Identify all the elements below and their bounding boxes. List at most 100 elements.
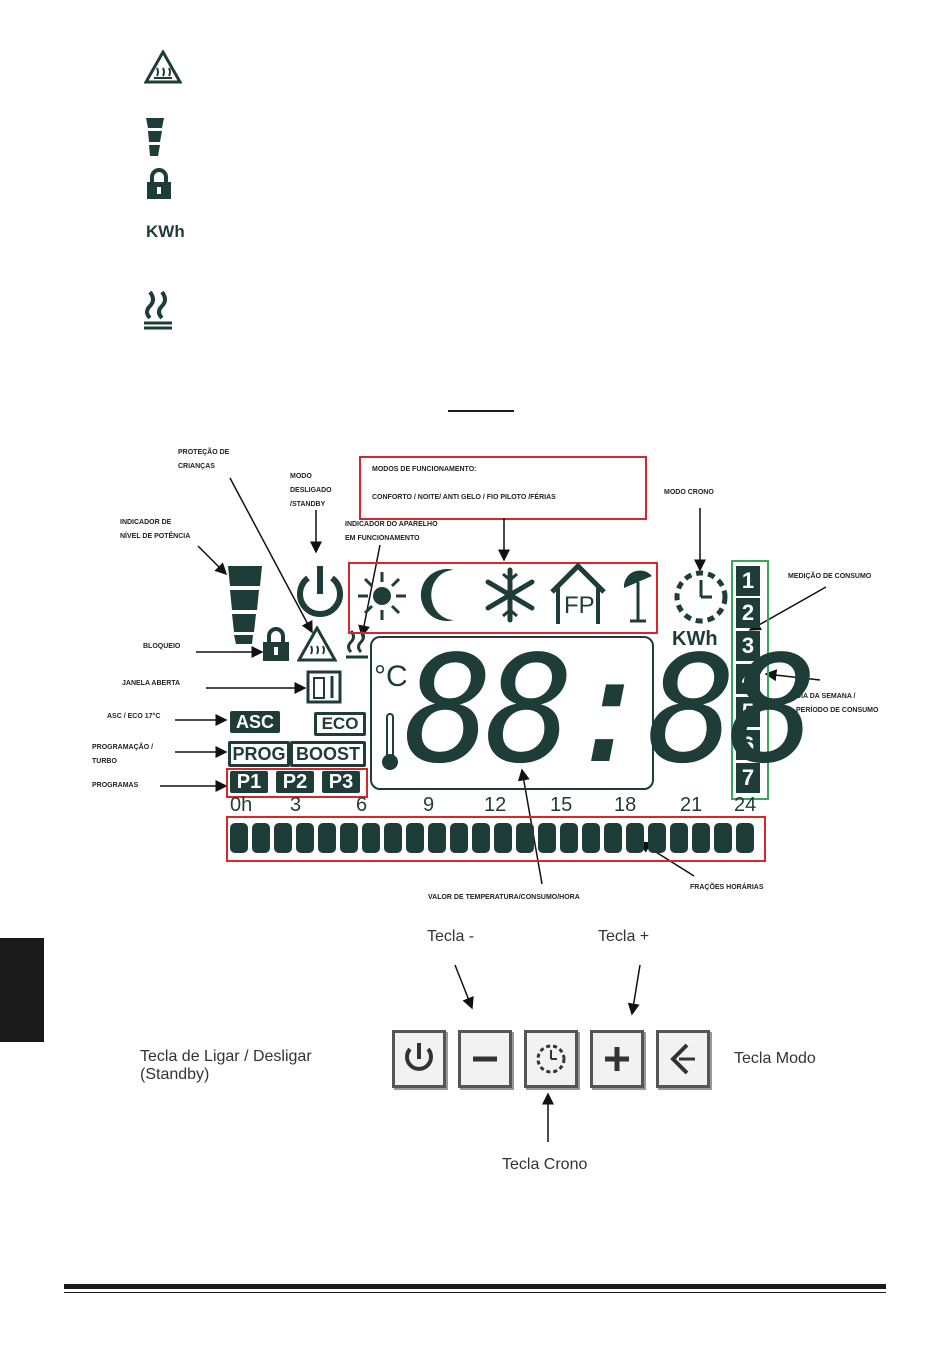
weekday-box (731, 560, 769, 800)
time-slot (274, 823, 292, 853)
day-5: 5 (736, 697, 760, 727)
asc-badge: ASC (230, 711, 280, 733)
heating-warning-icon (144, 50, 182, 84)
holiday-umbrella-icon (623, 570, 652, 623)
time-slot (296, 823, 314, 853)
day-3: 3 (736, 631, 760, 661)
label-prog-turbo: PROGRAMAÇÃO / TURBO (92, 744, 154, 765)
power-key[interactable] (392, 1030, 446, 1088)
time-slot (340, 823, 358, 853)
day-6: 6 (736, 730, 760, 760)
label-temp-value: VALOR DE TEMPERATURA/CONSUMO/HORA (428, 894, 580, 901)
hour-tick: 12 (484, 794, 507, 816)
hour-tick: 6 (356, 794, 368, 816)
chrono-key[interactable] (524, 1030, 578, 1088)
operating-modes-box (359, 456, 647, 520)
label-consumption: MEDIÇÃO DE CONSUMO (788, 573, 872, 580)
label-device-running: INDICADOR DO APARELHO EM FUNCIONAMENTO (345, 521, 438, 542)
boost-badge: BOOST (290, 741, 366, 767)
label-time-slots: FRAÇÕES HORÁRIAS (690, 884, 764, 891)
label-child-protection: PROTEÇÃO DE CRIANÇAS (178, 449, 230, 470)
time-slot (648, 823, 666, 853)
time-slot (560, 823, 578, 853)
lock-icon (147, 168, 171, 199)
hour-tick: 24 (734, 794, 757, 816)
label-standby-mode: MODO DESLIGADO /STANDBY (290, 473, 332, 508)
pilot-wire-house-icon (550, 562, 606, 624)
label-asc-eco: ASC / ECO 17°C (107, 713, 161, 720)
plus-key-label: Tecla + (598, 928, 650, 945)
hour-tick: 9 (423, 794, 435, 816)
hour-tick: 0h (230, 794, 253, 816)
label-operating-modes: MODOS DE FUNCIONAMENTO: CONFORTO / NOITE… (372, 466, 556, 501)
time-slot (428, 823, 446, 853)
time-slot (450, 823, 468, 853)
day-7: 7 (736, 763, 760, 793)
pilot-wire-label: FP (564, 592, 595, 619)
mode-key-label: Tecla Modo (734, 1050, 816, 1067)
anti-frost-snowflake-icon (485, 567, 535, 623)
hour-tick: 21 (680, 794, 703, 816)
time-slot (318, 823, 336, 853)
power-key-label: Tecla de Ligar / Desligar (Standby) (140, 1048, 312, 1083)
day-1: 1 (736, 566, 760, 596)
label-open-window: JANELA ABERTA (122, 680, 181, 687)
label-chrono-mode: MODO CRONO (664, 489, 714, 496)
time-slot (582, 823, 600, 853)
chrono-icon (536, 1044, 566, 1074)
time-slot (604, 823, 622, 853)
lcd-child-protection-icon (297, 626, 337, 662)
lcd-kwh-label: KWh (672, 628, 718, 650)
temperature-digits: 88:88 (404, 624, 818, 796)
time-slot (384, 823, 402, 853)
mode-icons-box (348, 562, 658, 634)
day-4: 4 (736, 664, 760, 694)
minus-key[interactable] (458, 1030, 512, 1088)
power-level-icon (146, 118, 164, 156)
label-power-level: INDICADOR DE NÍVEL DE POTÊNCIA (120, 519, 191, 540)
minus-icon (473, 1056, 497, 1062)
plus-key[interactable] (590, 1030, 644, 1088)
day-2: 2 (736, 598, 760, 628)
programs-box (226, 768, 368, 798)
standby-power-icon (297, 566, 343, 617)
time-slot (472, 823, 490, 853)
footer-rule-thin (64, 1292, 886, 1293)
side-tab (0, 938, 44, 1042)
power-level-bars-icon (228, 566, 262, 644)
chrono-key-label: Tecla Crono (502, 1156, 588, 1173)
digits-frame (370, 636, 654, 790)
heating-active-icon (144, 290, 172, 330)
chrono-clock-icon (674, 570, 728, 624)
time-slots-box (226, 816, 766, 862)
mode-key[interactable] (656, 1030, 710, 1088)
hour-tick: 18 (614, 794, 637, 816)
time-slot (714, 823, 732, 853)
open-window-icon (306, 670, 342, 704)
celsius-label: °C (374, 660, 408, 693)
label-programs: PROGRAMAS (92, 782, 139, 789)
time-slot (626, 823, 644, 853)
lcd-heating-active-icon (346, 630, 368, 659)
label-lock: BLOQUEIO (143, 643, 181, 650)
lcd-lock-icon (263, 627, 289, 661)
minus-key-label: Tecla - (427, 928, 475, 945)
hour-tick: 15 (550, 794, 573, 816)
time-slot (516, 823, 534, 853)
thermometer-icon (382, 713, 398, 770)
time-slot-segments (230, 823, 760, 855)
time-slot (736, 823, 754, 853)
eco-badge: ECO (314, 712, 366, 736)
section-divider (448, 410, 514, 412)
program-p3: P3 (322, 771, 360, 793)
hour-tick: 3 (290, 794, 302, 816)
footer-rule (64, 1284, 886, 1289)
prog-badge: PROG (228, 741, 290, 767)
night-moon-icon (420, 569, 454, 621)
plus-icon (605, 1047, 629, 1071)
time-slot (252, 823, 270, 853)
power-icon (405, 1043, 433, 1071)
time-slot (670, 823, 688, 853)
comfort-sun-icon (358, 572, 406, 620)
